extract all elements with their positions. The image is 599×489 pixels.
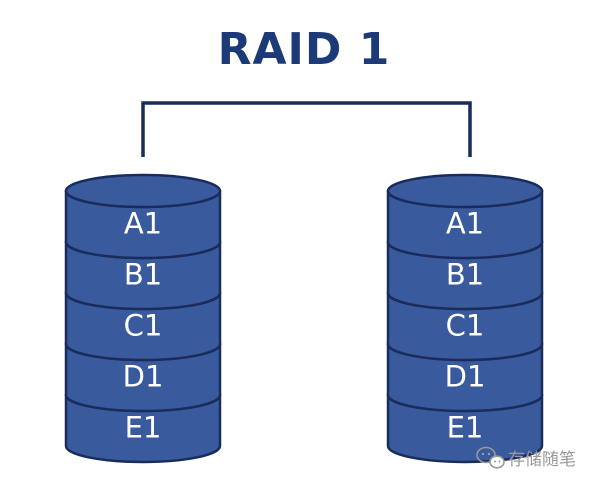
disk-block-label: E1 [125, 411, 162, 445]
mirror-connector [141, 101, 472, 157]
disk-block-label: E1 [447, 411, 484, 445]
disk-block-body [64, 342, 222, 413]
watermark-text: 存储随笔 [508, 450, 576, 470]
disk-top-cap [386, 173, 544, 209]
disk-1: E1 D1 C1 B1 A1 [64, 173, 222, 464]
disk-block-body [64, 240, 222, 311]
disk-block-body [386, 393, 544, 464]
wechat-icon [476, 446, 505, 469]
disk-block-body [64, 393, 222, 464]
disk-block-body [64, 291, 222, 362]
disk-block: E1 [64, 393, 222, 464]
disk-block-body [386, 189, 544, 260]
diagram-title: RAID 1 [218, 24, 391, 75]
disk-top-cap [64, 173, 222, 209]
disk-block-label: C1 [124, 309, 163, 343]
disk-block-label: C1 [446, 309, 485, 343]
disk-block-body [64, 189, 222, 260]
disk-block: D1 [386, 342, 544, 413]
disk-block-label: D1 [123, 360, 164, 394]
disk-block-label: B1 [124, 258, 162, 292]
disk-block-body [386, 291, 544, 362]
disk-block-body [386, 342, 544, 413]
disk-block-label: D1 [445, 360, 486, 394]
disk-block-label: A1 [446, 207, 484, 241]
disk-2: E1 D1 C1 B1 A1 [386, 173, 544, 464]
watermark: 存储随笔 [476, 446, 576, 470]
disk-block-label: A1 [124, 207, 162, 241]
disk-block-body [386, 240, 544, 311]
disk-block-label: B1 [446, 258, 484, 292]
